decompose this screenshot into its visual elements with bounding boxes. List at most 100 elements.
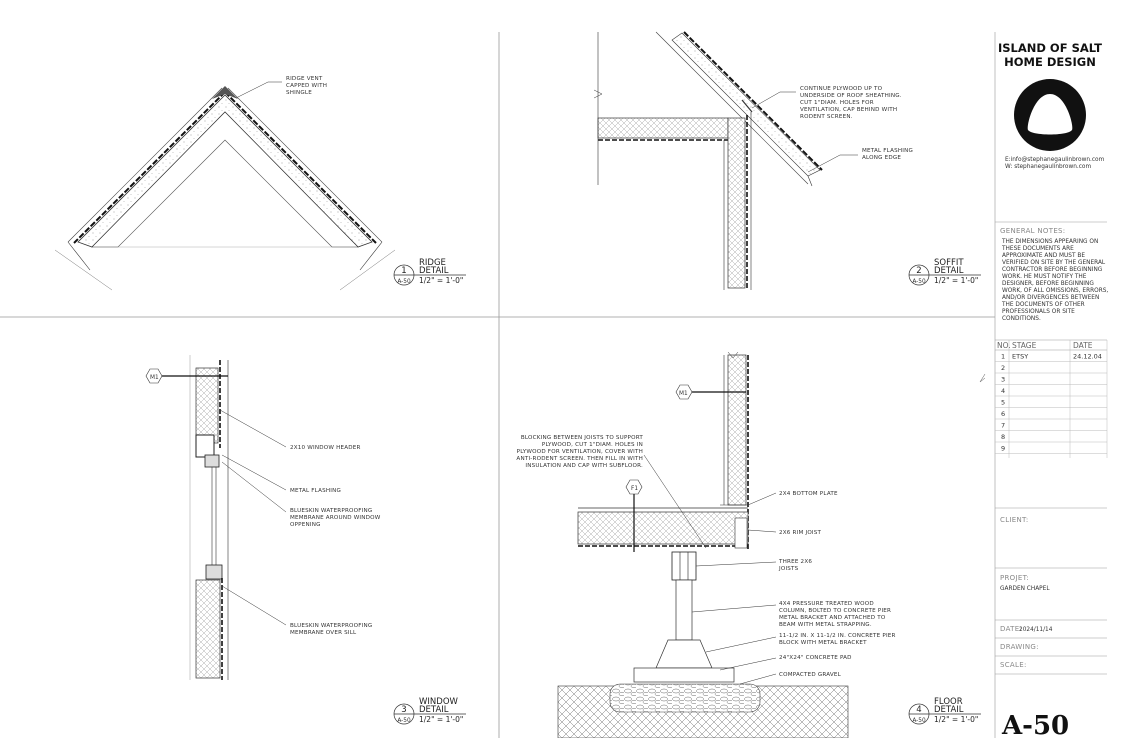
note-line: METAL BRACKET AND ATTACHED TO	[779, 615, 886, 621]
general-notes-line: AND/OR DIVERGENCES BETWEEN	[1002, 295, 1099, 301]
note-continue-plywood: CONTINUE PLYWOOD UP TO UNDERSIDE OF ROOF…	[800, 86, 902, 120]
rev-date: 24.12.04	[1073, 353, 1102, 361]
note-line: BLUESKIN WATERPROOFING	[290, 508, 372, 514]
note-line: RIDGE VENT	[286, 76, 323, 82]
detail-number: 4	[916, 705, 921, 715]
note-line: CONTINUE PLYWOOD UP TO	[800, 86, 883, 92]
detail-sheet: A-50	[912, 279, 926, 285]
rev-header-date: DATE	[1073, 341, 1093, 350]
general-notes-line: CONDITIONS.	[1002, 316, 1041, 322]
detail-scale: 1/2" = 1'-0"	[419, 276, 463, 285]
detail-title-2: DETAIL	[419, 266, 449, 276]
tag-m1-label: M1	[150, 375, 159, 381]
general-notes-line: THE DIMENSIONS APPEARING ON	[1001, 239, 1098, 245]
note-metal-flashing-edge: METAL FLASHING ALONG EDGE	[862, 148, 913, 161]
note-gravel: COMPACTED GRAVEL	[779, 672, 842, 678]
note-line: BEAM WITH METAL STRAPPING.	[779, 622, 872, 628]
detail-number: 3	[401, 705, 406, 715]
note-metal-flashing: METAL FLASHING	[290, 488, 341, 494]
project-value: GARDEN CHAPEL	[1000, 586, 1050, 592]
general-notes-line: THE DOCUMENTS OF OTHER	[1001, 302, 1085, 308]
brand-line-2: HOME DESIGN	[1004, 55, 1096, 69]
note-line: ANTI-RODENT SCREEN. THEN FILL IN WITH	[516, 456, 643, 462]
note-three-joists: THREE 2X6 JOISTS	[778, 559, 812, 572]
note-window-header: 2X10 WINDOW HEADER	[290, 445, 361, 451]
rev-no: 6	[1001, 410, 1005, 418]
detail-title-floor: 4 A-50 FLOOR DETAIL 1/2" = 1'-0"	[908, 697, 981, 725]
note-line: MEMBRANE OVER SILL	[290, 630, 357, 636]
brand-logo	[1014, 79, 1086, 151]
detail-title-window: 3 A-50 WINDOW DETAIL 1/2" = 1'-0"	[393, 697, 466, 725]
rev-no: 8	[1001, 433, 1005, 441]
general-notes-line: VERIFIED ON SITE BY THE GENERAL	[1002, 260, 1106, 266]
sheet-number: A-50	[1001, 711, 1069, 738]
detail-scale: 1/2" = 1'-0"	[419, 715, 463, 724]
floor-detail	[557, 351, 849, 739]
project-label: PROJET:	[1000, 574, 1029, 582]
note-line: BLOCKING BETWEEN JOISTS TO SUPPORT	[521, 435, 643, 441]
general-notes-line: APPROXIMATE AND MUST BE	[1002, 253, 1085, 259]
note-line: 4X4 PRESSURE TREATED WOOD	[779, 601, 874, 607]
note-line: OPPENING	[290, 522, 321, 528]
detail-sheet: A-50	[397, 718, 411, 724]
general-notes-line: DESIGNER, BEFORE BEGINNING	[1002, 281, 1094, 287]
rev-no: 3	[1001, 376, 1005, 384]
general-notes-line: PROFESSIONALS OR SITE	[1002, 309, 1075, 315]
detail-scale: 1/2" = 1'-0"	[934, 276, 978, 285]
note-blocking: BLOCKING BETWEEN JOISTS TO SUPPORT PLYWO…	[516, 435, 643, 469]
detail-title: WINDOW	[419, 697, 459, 707]
rev-no: 5	[1001, 399, 1005, 407]
contact-web: W: stephanegaulinbrown.com	[1005, 164, 1091, 170]
note-line: SHINGLE	[286, 90, 312, 96]
drawing-label: DRAWING:	[1000, 643, 1039, 651]
note-bottom-plate: 2X4 BOTTOM PLATE	[779, 491, 838, 497]
date-value: 2024/11/14	[1019, 627, 1053, 633]
note-line: UNDERSIDE OF ROOF SHEATHING.	[800, 93, 902, 99]
note-pier-block: 11-1/2 IN. X 11-1/2 IN. CONCRETE PIER BL…	[779, 633, 895, 646]
rev-no: 7	[1001, 422, 1005, 430]
detail-title-2: DETAIL	[419, 705, 449, 715]
rev-no: 1	[1001, 353, 1005, 361]
detail-title-ridge: 1 A-50 RIDGE DETAIL 1/2" = 1'-0"	[393, 258, 466, 286]
general-notes-line: THESE DOCUMENTS ARE	[1001, 246, 1074, 252]
detail-scale: 1/2" = 1'-0"	[934, 715, 978, 724]
brand-line-1: ISLAND OF SALT	[998, 41, 1102, 55]
title-block: ISLAND OF SALT HOME DESIGN E:info@stepha…	[979, 32, 1108, 741]
detail-number: 1	[401, 266, 406, 276]
note-line: MEMBRANE AROUND WINDOW	[290, 515, 381, 521]
note-concrete-pad: 24"X24" CONCRETE PAD	[779, 655, 852, 661]
date-label: DATE:	[1000, 625, 1022, 633]
general-notes-line: WORK, OF ALL OMISSIONS, ERRORS,	[1002, 288, 1108, 294]
contact-email: E:info@stephanegaulinbrown.com	[1005, 157, 1105, 163]
general-notes: THE DIMENSIONS APPEARING ON THESE DOCUME…	[1001, 239, 1108, 322]
note-line: CUT 1"DIAM. HOLES FOR	[800, 100, 874, 106]
note-blueskin-window: BLUESKIN WATERPROOFING MEMBRANE AROUND W…	[290, 508, 381, 528]
note-line: PLYWOOD FOR VENTILATION, COVER WITH	[517, 449, 643, 455]
note-blueskin-sill: BLUESKIN WATERPROOFING MEMBRANE OVER SIL…	[290, 623, 372, 636]
note-line: CAPPED WITH	[286, 83, 327, 89]
detail-title: FLOOR	[934, 697, 963, 707]
detail-title-2: DETAIL	[934, 705, 964, 715]
note-line: METAL FLASHING	[862, 148, 913, 154]
rev-no: 4	[1001, 387, 1005, 395]
rev-no: 2	[1001, 364, 1005, 372]
rev-header-stage: STAGE	[1012, 341, 1037, 350]
client-label: CLIENT:	[1000, 516, 1028, 524]
tag-f1-label: F1	[631, 486, 638, 492]
detail-title-soffit: 2 A-50 SOFFIT DETAIL 1/2" = 1'-0"	[908, 258, 981, 286]
detail-title: RIDGE	[419, 258, 446, 268]
tag-m1-label: M1	[679, 391, 688, 397]
ridge-detail	[54, 81, 396, 291]
window-detail	[145, 355, 287, 680]
note-line: BLOCK WITH METAL BRACKET	[779, 640, 867, 646]
detail-sheet: A-50	[912, 718, 926, 724]
detail-title: SOFFIT	[934, 258, 964, 268]
rev-header-no: NO.	[997, 341, 1011, 350]
note-line: RODENT SCREEN.	[800, 114, 853, 120]
general-notes-line: WORK. HE MUST NOTIFY THE	[1002, 274, 1087, 280]
soffit-detail	[593, 31, 858, 290]
note-line: PLYWOOD, CUT 1"DIAM. HOLES IN	[542, 442, 643, 448]
rev-no: 9	[1001, 445, 1005, 453]
note-line: BLUESKIN WATERPROOFING	[290, 623, 372, 629]
